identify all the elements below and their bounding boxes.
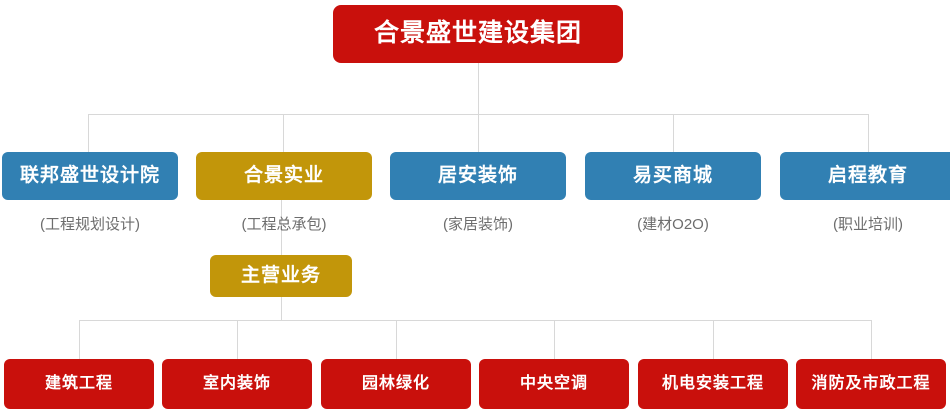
node-business-unit-3[interactable]: 园林绿化: [321, 359, 471, 409]
connector-drop-subsidiary-3: [478, 114, 479, 152]
caption-subsidiary-5: (职业培训): [833, 216, 903, 233]
connector-drop-unit-1: [79, 320, 80, 359]
connector-core-stem: [281, 297, 282, 321]
connector-root-stem: [478, 63, 479, 114]
node-subsidiary-2[interactable]: 合景实业: [196, 152, 372, 200]
caption-subsidiary-2: (工程总承包): [241, 216, 327, 233]
connector-drop-unit-3: [396, 320, 397, 359]
connector-level4-bus: [79, 320, 871, 321]
node-business-unit-2[interactable]: 室内装饰: [162, 359, 312, 409]
node-subsidiary-4[interactable]: 易买商城: [585, 152, 761, 200]
connector-drop-subsidiary-4: [673, 114, 674, 152]
connector-drop-unit-4: [554, 320, 555, 359]
node-business-unit-5[interactable]: 机电安装工程: [638, 359, 788, 409]
connector-drop-subsidiary-1: [88, 114, 89, 152]
caption-subsidiary-1: (工程规划设计): [40, 216, 140, 233]
caption-subsidiary-4: (建材O2O): [637, 216, 709, 233]
node-root-company[interactable]: 合景盛世建设集团: [333, 5, 623, 63]
node-subsidiary-3[interactable]: 居安装饰: [390, 152, 566, 200]
node-core-business[interactable]: 主营业务: [210, 255, 352, 297]
connector-drop-unit-5: [713, 320, 714, 359]
node-business-unit-1[interactable]: 建筑工程: [4, 359, 154, 409]
connector-drop-unit-2: [237, 320, 238, 359]
connector-drop-unit-6: [871, 320, 872, 359]
connector-drop-subsidiary-5: [868, 114, 869, 152]
node-subsidiary-5[interactable]: 启程教育: [780, 152, 950, 200]
caption-subsidiary-3: (家居装饰): [443, 216, 513, 233]
connector-subsidiary2-to-core: [281, 200, 282, 255]
node-subsidiary-1[interactable]: 联邦盛世设计院: [2, 152, 178, 200]
node-business-unit-4[interactable]: 中央空调: [479, 359, 629, 409]
node-business-unit-6[interactable]: 消防及市政工程: [796, 359, 946, 409]
connector-drop-subsidiary-2: [283, 114, 284, 152]
